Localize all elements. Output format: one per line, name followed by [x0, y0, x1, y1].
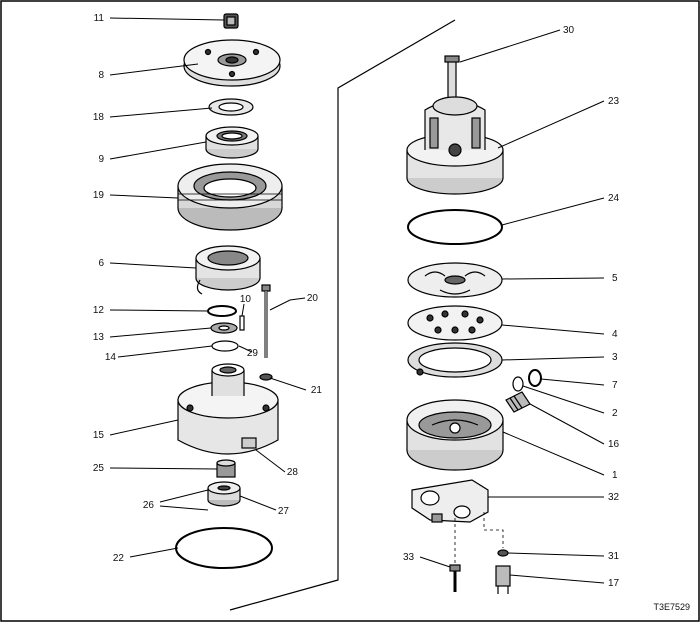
- part-bolt-20: [261, 284, 271, 358]
- callout-17: 17: [608, 578, 620, 589]
- callout-32: 32: [608, 492, 620, 503]
- part-oring-22: [175, 527, 273, 569]
- part-gear-26: [207, 481, 241, 507]
- figure-code: T3E7529: [653, 602, 690, 612]
- part-snap-ring-7: [528, 369, 542, 387]
- callout-21: 21: [311, 385, 323, 396]
- part-shaft-30: [444, 55, 460, 101]
- part-sensor-17: [495, 565, 511, 594]
- part-seal-18: [208, 98, 254, 116]
- part-manifold-32: [411, 479, 489, 523]
- part-oring-2: [512, 376, 524, 392]
- part-reed-plate-5: [407, 262, 503, 298]
- part-ring-31: [497, 549, 509, 557]
- part-bolt-33: [449, 564, 461, 592]
- assembly-divider-line: [229, 19, 456, 611]
- part-coil-6: [195, 245, 261, 295]
- part-bearing-9: [205, 126, 259, 159]
- callout-29: 29: [247, 348, 259, 359]
- callouts-left-group: 11 8 18 9 19 6 12 10 20 13 29 14 21 15 2…: [93, 13, 323, 564]
- callout-3: 3: [612, 352, 618, 363]
- part-plate-8: [183, 39, 281, 87]
- callout-20: 20: [307, 293, 319, 304]
- callout-7: 7: [612, 380, 618, 391]
- callout-33: 33: [403, 552, 415, 563]
- part-snap-ring-12: [207, 305, 237, 317]
- callout-19: 19: [93, 190, 105, 201]
- left-part-stack: [175, 13, 283, 569]
- callout-1: 1: [612, 470, 618, 481]
- callout-14: 14: [105, 352, 117, 363]
- part-key-10: [239, 315, 245, 331]
- callout-11: 11: [94, 13, 105, 24]
- callouts-right-group: 30 23 24 5 4 3 7 2 16 1 32 33 31 17: [403, 25, 620, 589]
- part-gasket-24: [407, 209, 503, 245]
- part-oring-29: [211, 340, 239, 352]
- part-washer-21: [259, 373, 273, 381]
- part-pulley-19: [177, 163, 283, 231]
- part-valve-16: [505, 391, 531, 413]
- callout-15: 15: [93, 430, 105, 441]
- callout-13: 13: [93, 332, 105, 343]
- part-seal-13: [210, 322, 238, 334]
- part-gasket-3: [407, 342, 503, 378]
- right-part-stack: [406, 55, 542, 594]
- callout-8: 8: [98, 70, 104, 81]
- callout-26: 26: [143, 500, 155, 511]
- callout-9: 9: [98, 154, 104, 165]
- callout-10: 10: [240, 294, 252, 305]
- callout-31: 31: [608, 551, 620, 562]
- callout-2: 2: [612, 408, 618, 419]
- callout-22: 22: [113, 553, 125, 564]
- part-cylinder-23: [406, 96, 504, 195]
- callout-12: 12: [93, 305, 105, 316]
- callout-23: 23: [608, 96, 620, 107]
- callout-18: 18: [93, 112, 105, 123]
- part-bushing-25: [216, 459, 236, 478]
- part-housing-15: [177, 363, 279, 455]
- part-valve-plate-4: [407, 305, 503, 341]
- callout-6: 6: [98, 258, 104, 269]
- callout-25: 25: [93, 463, 105, 474]
- callout-24: 24: [608, 193, 620, 204]
- callout-16: 16: [608, 439, 620, 450]
- callout-4: 4: [612, 329, 618, 340]
- callout-30: 30: [563, 25, 575, 36]
- part-nut-11: [223, 13, 239, 29]
- part-rear-head-1: [406, 399, 504, 471]
- leader-lines: [109, 17, 605, 584]
- callout-28: 28: [287, 467, 299, 478]
- callout-5: 5: [612, 273, 618, 284]
- callout-27: 27: [278, 506, 290, 517]
